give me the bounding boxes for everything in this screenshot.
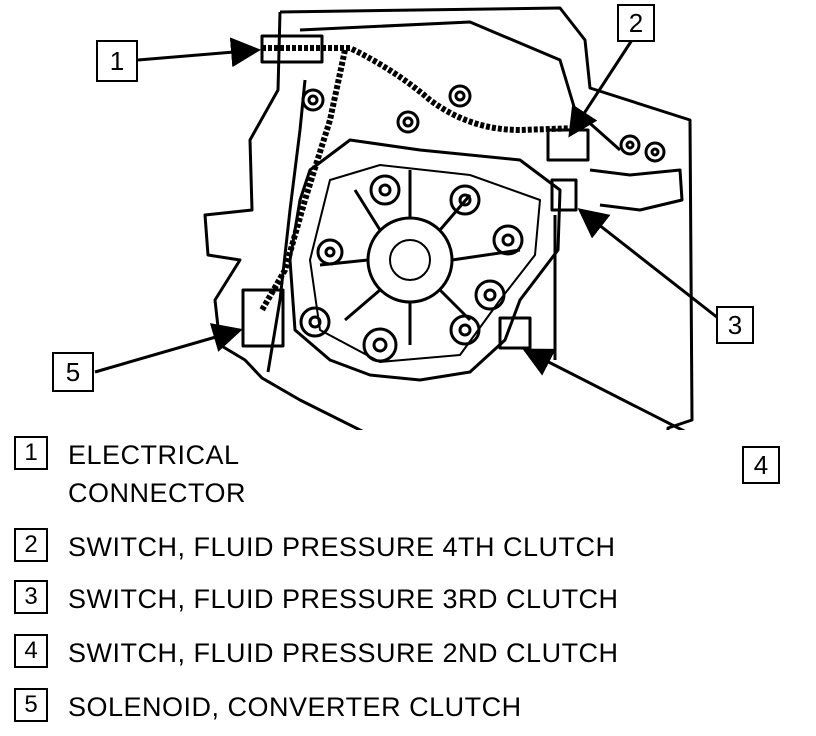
legend-number: 1 [14, 436, 48, 470]
switch-3rd-clutch-part [550, 178, 578, 212]
center-hub [366, 216, 454, 304]
bolt-holes [299, 84, 666, 363]
switch-2nd-clutch-part [498, 316, 532, 350]
converter-clutch-solenoid-part [241, 288, 285, 348]
wiring-harness [262, 45, 581, 133]
legend-number: 4 [14, 634, 48, 668]
switch-4th-clutch-part [546, 128, 590, 162]
legend-text: SWITCH, FLUID PRESSURE 4TH CLUTCH [68, 532, 616, 562]
legend-number: 5 [14, 688, 48, 722]
callout-4: 4 [742, 446, 780, 484]
leader-3 [577, 208, 719, 320]
legend-item-1: 1 ELECTRICAL CONNECTOR [14, 436, 246, 512]
legend-text: SWITCH, FLUID PRESSURE 3RD CLUTCH [68, 584, 619, 614]
case-outline [279, 6, 694, 430]
legend-item-5: 5 SOLENOID, CONVERTER CLUTCH [14, 688, 522, 726]
transmission-valve-body-drawing [94, 6, 719, 430]
leader-5 [94, 323, 243, 374]
callout-2: 2 [617, 4, 655, 42]
legend-text: SWITCH, FLUID PRESSURE 2ND CLUTCH [68, 638, 619, 668]
legend-item-2: 2 SWITCH, FLUID PRESSURE 4TH CLUTCH [14, 528, 616, 566]
leader-2 [568, 39, 634, 138]
legend-item-3: 3 SWITCH, FLUID PRESSURE 3RD CLUTCH [14, 580, 619, 618]
legend-text: SOLENOID, CONVERTER CLUTCH [68, 692, 522, 722]
electrical-connector-part [260, 34, 324, 64]
legend-text: ELECTRICAL CONNECTOR [68, 440, 247, 508]
legend-number: 3 [14, 580, 48, 614]
leader-4 [522, 348, 686, 430]
callout-3: 3 [716, 306, 754, 344]
legend-item-4: 4 SWITCH, FLUID PRESSURE 2ND CLUTCH [14, 634, 619, 672]
valve-body-plate [288, 138, 562, 382]
callout-5: 5 [52, 352, 94, 392]
leader-1 [137, 37, 261, 68]
callout-1: 1 [96, 40, 138, 82]
legend-number: 2 [14, 528, 48, 562]
